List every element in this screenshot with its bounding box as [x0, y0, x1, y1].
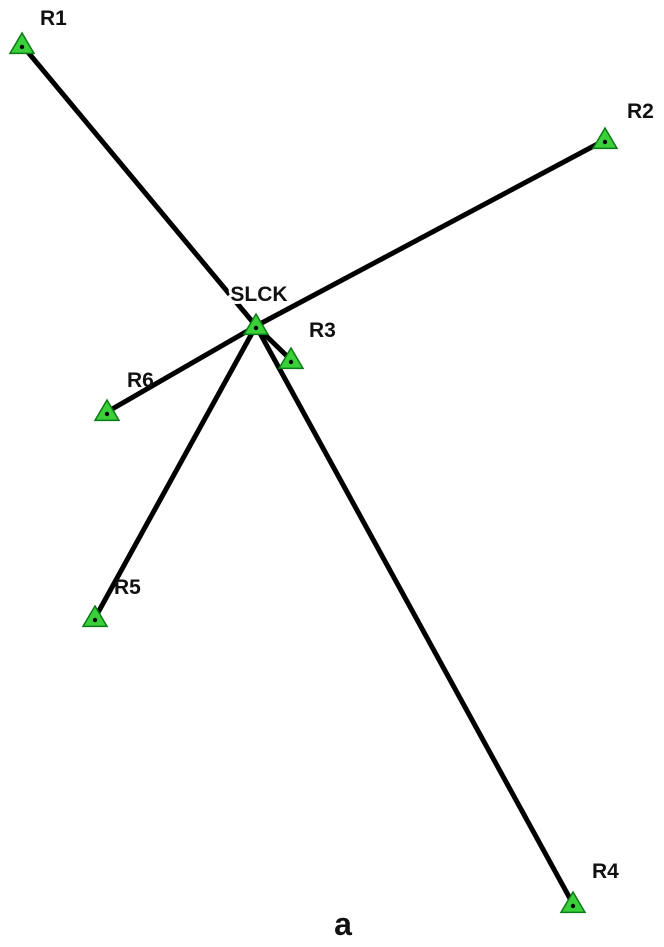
station-label-r6: R6	[127, 369, 154, 392]
station-marker-r1	[8, 31, 36, 55]
station-dot	[104, 411, 110, 417]
triangle-icon	[242, 312, 270, 336]
triangle-icon	[591, 126, 619, 150]
station-marker-r2	[591, 126, 619, 150]
hub-label-slck: SLCK	[230, 283, 287, 306]
station-label-r2: R2	[627, 100, 654, 123]
link-slck-r6	[104, 323, 259, 415]
station-dot	[92, 617, 98, 623]
station-label-r1: R1	[40, 7, 67, 30]
link-slck-r2	[253, 137, 608, 329]
links-layer	[19, 42, 608, 907]
station-dot	[288, 359, 294, 365]
station-label-r4: R4	[592, 860, 619, 883]
station-marker-r5	[81, 604, 109, 628]
station-label-r3: R3	[309, 319, 336, 342]
triangle-icon	[277, 346, 305, 370]
markers-layer	[8, 31, 619, 914]
triangle-icon	[559, 890, 587, 914]
link-slck-r1	[19, 42, 259, 329]
station-marker-r6	[93, 398, 121, 422]
station-marker-r4	[559, 890, 587, 914]
triangle-icon	[93, 398, 121, 422]
station-marker-r3	[277, 346, 305, 370]
link-slck-r4	[253, 323, 576, 907]
station-dot	[602, 139, 608, 145]
station-marker-slck	[242, 312, 270, 336]
station-dot	[253, 325, 259, 331]
station-dot	[570, 903, 576, 909]
link-slck-r5	[92, 323, 259, 621]
triangle-icon	[81, 604, 109, 628]
station-dot	[19, 44, 25, 50]
triangle-icon	[8, 31, 36, 55]
station-label-r5: R5	[114, 576, 141, 599]
panel-label: a	[334, 906, 352, 942]
